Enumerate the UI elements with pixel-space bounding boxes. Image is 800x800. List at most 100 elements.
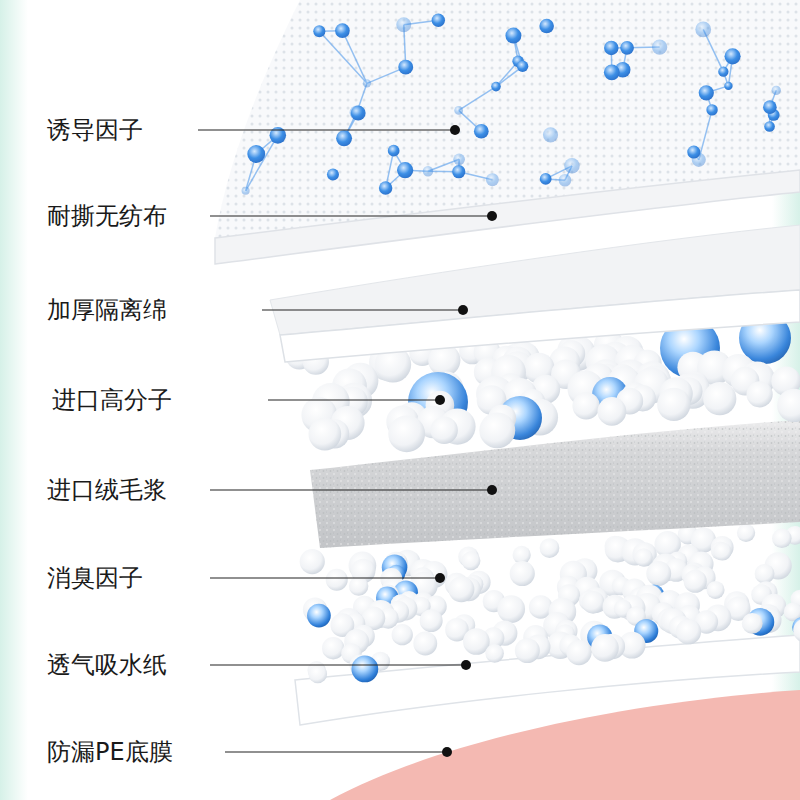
molecule-atom (540, 173, 552, 185)
deodorant-ball (392, 624, 413, 645)
molecule-atom (725, 48, 741, 64)
molecule-atom (398, 60, 413, 75)
leader-dot (435, 573, 445, 583)
molecule-atom (452, 165, 465, 178)
molecule-atom (379, 181, 392, 194)
molecule-atom (706, 104, 717, 115)
molecule-bond (319, 31, 367, 83)
layer-label: 耐撕无纺布 (47, 202, 167, 230)
deodorant-ball (510, 561, 535, 586)
leader-dot (487, 485, 497, 495)
molecule-atom (543, 127, 558, 142)
deodorant-ball (497, 595, 525, 623)
leader-line (262, 309, 463, 310)
molecule-bond (459, 87, 496, 111)
molecule-atom (432, 14, 445, 27)
molecule-atom (687, 145, 700, 158)
molecule-atom (454, 106, 463, 115)
leader-line (210, 489, 492, 490)
top-sheet (215, 0, 800, 264)
molecule-atom (604, 41, 618, 55)
deodorant-ball (737, 524, 755, 542)
molecule-atom (772, 86, 781, 95)
layer-label: 透气吸水纸 (47, 651, 167, 679)
leader-line (268, 399, 440, 400)
molecule-atom (486, 173, 499, 186)
polymer-ball (703, 382, 736, 415)
molecule-atom (350, 106, 364, 120)
leader-dot (450, 125, 460, 135)
molecule-atom (397, 162, 413, 178)
leader-line (210, 664, 466, 665)
polymer-ball (747, 381, 773, 407)
deodorant-ball (582, 591, 605, 614)
leader-line (198, 129, 455, 130)
molecule-atom (517, 61, 529, 73)
molecule-atom (699, 85, 714, 100)
polymer-ball (657, 388, 690, 421)
leader-dot (442, 747, 452, 757)
deodorant-ball (646, 561, 671, 586)
deodorant-ball (349, 576, 369, 596)
layer-label: 诱导因子 (47, 116, 143, 144)
molecule-atom (396, 17, 411, 32)
molecule-atom (764, 121, 775, 132)
deodorant-ball (684, 570, 707, 593)
molecule-atom (363, 79, 371, 87)
deodorant-ball (308, 665, 327, 684)
molecule-atom (564, 158, 580, 174)
molecule-atom (763, 100, 777, 114)
molecule-atom (718, 67, 728, 77)
molecule-atom (539, 19, 554, 34)
layer-label: 防漏PE底膜 (47, 738, 173, 766)
fluff-layer (310, 420, 800, 548)
molecule-atom (695, 21, 711, 37)
deodorant-ball (707, 581, 725, 599)
molecule-atom (388, 145, 400, 157)
polymer-ball (597, 397, 626, 426)
leader-lines (198, 125, 497, 757)
polymer-ball (572, 392, 599, 419)
polymer-ball (777, 389, 800, 422)
molecule-bond (699, 110, 712, 160)
deodorant-ball (307, 604, 331, 628)
molecule-atom (336, 130, 352, 146)
paper-layer (295, 635, 800, 725)
molecule-atom (242, 187, 250, 195)
molecule-atom (652, 39, 667, 54)
leader-dot (435, 395, 445, 405)
molecule-atom (327, 169, 339, 181)
fluff-texture (310, 420, 800, 548)
molecule-atom (724, 82, 732, 90)
leader-dot (487, 211, 497, 221)
deodorant-ball (634, 548, 652, 566)
deodorant-ball (461, 551, 480, 570)
molecule-atom (313, 25, 325, 37)
deodorant-ball (420, 609, 443, 632)
layer-label: 进口绒毛浆 (47, 476, 167, 504)
deodorant-ball (755, 564, 775, 584)
molecule-atom (604, 64, 620, 80)
layer-label: 加厚隔离绵 (47, 296, 167, 324)
deodorant-ball (772, 529, 792, 549)
polymer-ball (388, 415, 425, 452)
deodorant-ball (540, 538, 560, 558)
deodorant-balls (300, 524, 800, 684)
polymer-ball (309, 418, 342, 451)
molecule-atom (423, 166, 434, 177)
deodorant-ball (326, 569, 348, 591)
deodorant-ball (713, 542, 731, 560)
deodorant-ball (322, 637, 344, 659)
molecule-atom (620, 41, 634, 55)
fluff-body (310, 420, 800, 548)
molecule-atom (453, 153, 465, 165)
deodorant-ball (448, 576, 474, 602)
top-sheet-edge (215, 170, 800, 264)
molecule-atom (247, 145, 265, 163)
molecule-atom (335, 23, 350, 38)
layer-label: 消臭因子 (47, 564, 143, 592)
deodorant-ball (485, 644, 504, 663)
leader-dot (458, 305, 468, 315)
